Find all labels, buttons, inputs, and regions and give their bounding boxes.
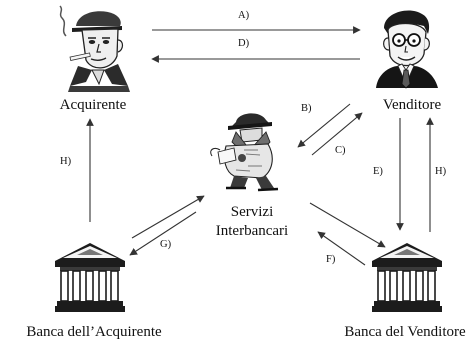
edge-label-f: F)	[326, 254, 336, 265]
node-label-buyer-bank: Banca dell’Acquirente	[26, 324, 162, 340]
node-label-seller-bank: Banca del Venditore	[344, 324, 466, 340]
edge-label-e: E)	[373, 166, 383, 177]
node-label-buyer: Acquirente	[60, 97, 127, 113]
seller-bank-icon	[372, 243, 442, 312]
arrow-f-in	[317, 231, 366, 266]
edge-label-c: C)	[335, 145, 346, 156]
interbank-icon	[210, 113, 279, 192]
edge-label-h-right: H)	[435, 166, 447, 177]
buyer-icon	[59, 5, 130, 92]
node-label-interbank-line1: Servizi	[231, 204, 274, 220]
edge-label-g: G)	[160, 239, 172, 250]
edge-label-d: D)	[238, 38, 250, 49]
arrow-g-in	[129, 211, 197, 256]
buyer-bank-icon	[55, 243, 125, 312]
arrow-g-out	[131, 195, 205, 239]
edge-label-a: A)	[238, 10, 250, 21]
arrow-f-out	[309, 202, 386, 248]
arrow-c	[311, 112, 363, 156]
seller-icon	[376, 10, 438, 89]
node-label-seller: Venditore	[383, 97, 442, 113]
arrow-b	[297, 103, 351, 148]
edge-label-b: B)	[301, 103, 312, 114]
node-label-interbank-line2: Interbancari	[216, 223, 288, 239]
edge-label-h-left: H)	[60, 156, 72, 167]
